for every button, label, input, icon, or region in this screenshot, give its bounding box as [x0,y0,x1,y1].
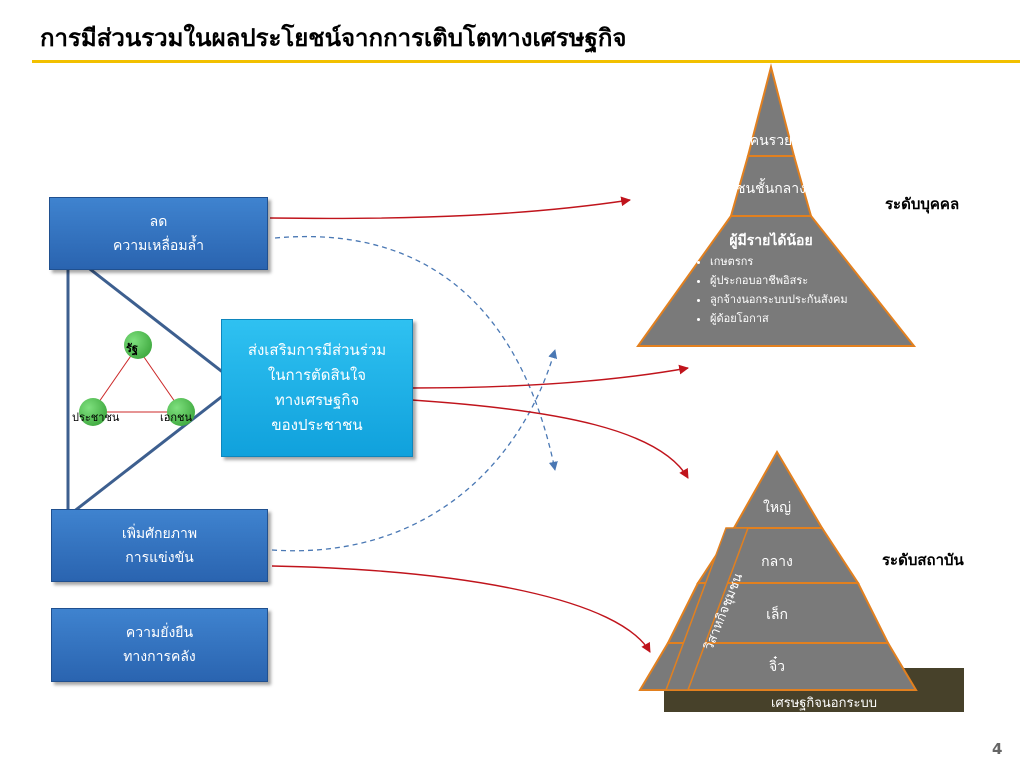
page-title: การมีส่วนรวมในผลประโยชน์จากการเติบโตทางเ… [40,24,627,52]
dashed-link-1 [274,235,558,471]
arrow-inequality-to-individual [269,196,631,220]
participation-line4: ของประชาชน [271,416,363,434]
participation-line3: ทางเศรษฐกิจ [274,391,360,409]
community-enterprise-band [664,527,750,691]
competitiveness-line1: เพิ่มศักยภาพ [121,525,198,542]
fiscal-sustainability-box: ความยั่งยืน ทางการคลัง [51,608,268,682]
private-circle [167,398,195,426]
reduce-inequality-line2: ความเหลื่อมล้ำ [113,237,204,254]
arrow-center-to-institution [411,399,689,479]
low-income-item: ผู้ด้อยโอกาส [710,309,848,328]
participation-line1: ส่งเสริมการมีส่วนร่วม [247,341,387,359]
arrow-center-to-individual [411,364,689,389]
dashed-link-2 [271,349,558,552]
middle-class-label: ชนชั้นกลาง [736,181,806,197]
low-income-item: เกษตรกร [710,252,848,271]
low-income-item: ผู้ประกอบอาชีพอิสระ [710,271,848,290]
fiscal-sustainability-line1: ความยั่งยืน [125,625,194,641]
people-circle [79,398,107,426]
people-label: ประชาชน [72,411,120,424]
medium-label: กลาง [761,554,793,570]
low-income-item: ลูกจ้างนอกระบบประกันสังคม [710,290,848,309]
actor-triangle-lines [91,346,183,413]
large-label: ใหญ่ [763,500,791,516]
private-label: เอกชน [160,411,193,424]
title-underline [32,60,1020,63]
state-circle [124,331,152,359]
competitiveness-line2: การแข่งขัน [125,549,194,566]
fiscal-sustainability-line2: ทางการคลัง [123,649,196,665]
informal-economy-label: เศรษฐกิจนอกระบบ [771,696,877,711]
page-number: 4 [992,740,1003,758]
individual-level-label: ระดับบุคคล [885,195,960,213]
low-income-list: เกษตรกร ผู้ประกอบอาชีพอิสระ ลูกจ้างนอกระ… [692,252,848,328]
participation-line2: ในการตัดสินใจ [267,366,367,384]
institution-level-label: ระดับสถาบัน [882,551,964,569]
small-label: เล็ก [766,607,788,623]
individual-pyramid [636,63,917,347]
competitiveness-box: เพิ่มศักยภาพ การแข่งขัน [51,509,268,582]
state-label: รัฐ [126,342,138,355]
reduce-inequality-box: ลด ความเหลื่อมล้ำ [49,197,268,270]
participation-box: ส่งเสริมการมีส่วนร่วม ในการตัดสินใจ ทางเ… [221,319,413,457]
micro-label: จิ๋ว [768,659,786,675]
reduce-inequality-line1: ลด [149,213,168,230]
grouping-triangle [66,248,241,520]
arrow-competitiveness-to-institution [271,565,651,653]
rich-label: คนรวย [749,133,793,149]
low-income-title: ผู้มีรายได้น้อย [729,233,813,249]
